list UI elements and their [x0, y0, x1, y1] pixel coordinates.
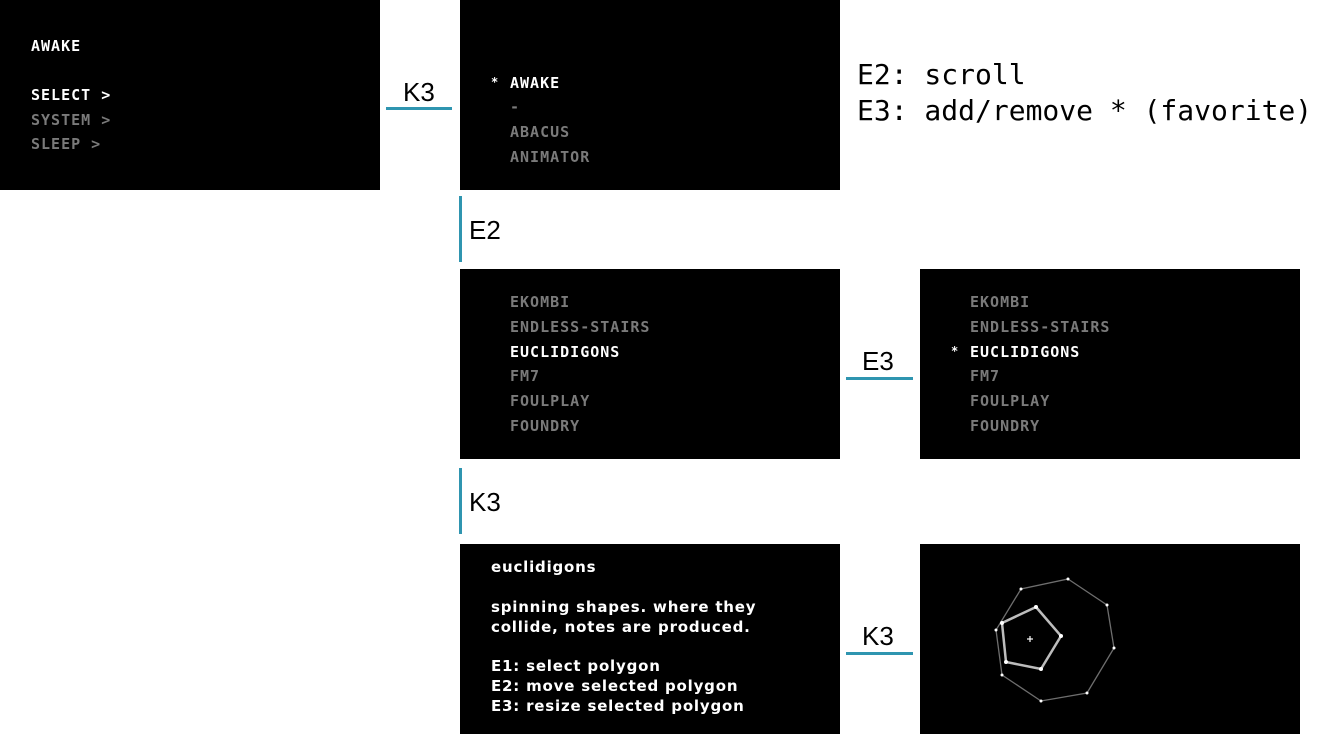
- menu-item-select[interactable]: SELECT >: [31, 86, 112, 104]
- outer-polygon: [995, 578, 1115, 702]
- connector-label-k3: K3: [403, 77, 435, 107]
- screen-script-running: [920, 544, 1300, 734]
- script-title: euclidigons: [491, 558, 597, 576]
- instruction-e3: E3: add/remove * (favorite): [857, 94, 1313, 127]
- polygon-vertices: [994, 577, 1116, 703]
- script-description-line: collide, notes are produced.: [491, 618, 751, 636]
- list-item[interactable]: EKOMBI: [970, 293, 1031, 311]
- screen-favorited-list: EKOMBI ENDLESS-STAIRS * EUCLIDIGONS FM7 …: [920, 269, 1300, 459]
- favorite-star-icon: *: [951, 344, 959, 358]
- list-item[interactable]: EUCLIDIGONS: [510, 343, 621, 361]
- selected-polygon: [1000, 605, 1063, 671]
- connector-line-e3: [846, 377, 913, 380]
- list-item[interactable]: ANIMATOR: [510, 148, 591, 166]
- menu-item-sleep[interactable]: SLEEP >: [31, 135, 102, 153]
- script-description-line: spinning shapes. where they: [491, 598, 757, 616]
- connector-label-k3-vertical: K3: [469, 487, 501, 517]
- connector-label-e2: E2: [469, 215, 501, 245]
- connector-label-e3: E3: [862, 346, 894, 376]
- connector-line-k3-vertical: [459, 468, 462, 534]
- screen-main-menu: AWAKE SELECT > SYSTEM > SLEEP >: [0, 0, 380, 190]
- list-item[interactable]: FM7: [970, 367, 1001, 385]
- connector-label-k3-bottom: K3: [862, 621, 894, 651]
- list-item[interactable]: FM7: [510, 367, 541, 385]
- connector-line-k3-bottom: [846, 652, 913, 655]
- connector-line-e2: [459, 196, 462, 262]
- instruction-e2: E2: scroll: [857, 58, 1026, 91]
- list-item[interactable]: FOUNDRY: [970, 417, 1041, 435]
- control-line-e3: E3: resize selected polygon: [491, 697, 745, 715]
- list-item[interactable]: EKOMBI: [510, 293, 571, 311]
- list-item[interactable]: ENDLESS-STAIRS: [510, 318, 651, 336]
- list-item[interactable]: FOULPLAY: [970, 392, 1051, 410]
- connector-line-k3: [386, 107, 452, 110]
- list-item[interactable]: ENDLESS-STAIRS: [970, 318, 1111, 336]
- screen-select-list: * AWAKE - ABACUS ANIMATOR: [460, 0, 840, 190]
- menu-item-system[interactable]: SYSTEM >: [31, 111, 112, 129]
- list-item[interactable]: -: [510, 98, 521, 116]
- center-marker-icon: [1027, 636, 1033, 642]
- list-item[interactable]: FOUNDRY: [510, 417, 581, 435]
- list-item[interactable]: EUCLIDIGONS: [970, 343, 1081, 361]
- list-item[interactable]: FOULPLAY: [510, 392, 591, 410]
- screen-script-info: euclidigons spinning shapes. where they …: [460, 544, 840, 734]
- polygon-canvas: [994, 577, 1116, 703]
- screen-title: AWAKE: [31, 37, 82, 55]
- favorite-star-icon: *: [491, 75, 499, 89]
- control-line-e1: E1: select polygon: [491, 657, 661, 675]
- control-line-e2: E2: move selected polygon: [491, 677, 739, 695]
- list-item[interactable]: ABACUS: [510, 123, 571, 141]
- list-item[interactable]: AWAKE: [510, 74, 561, 92]
- screen-scrolled-list: EKOMBI ENDLESS-STAIRS EUCLIDIGONS FM7 FO…: [460, 269, 840, 459]
